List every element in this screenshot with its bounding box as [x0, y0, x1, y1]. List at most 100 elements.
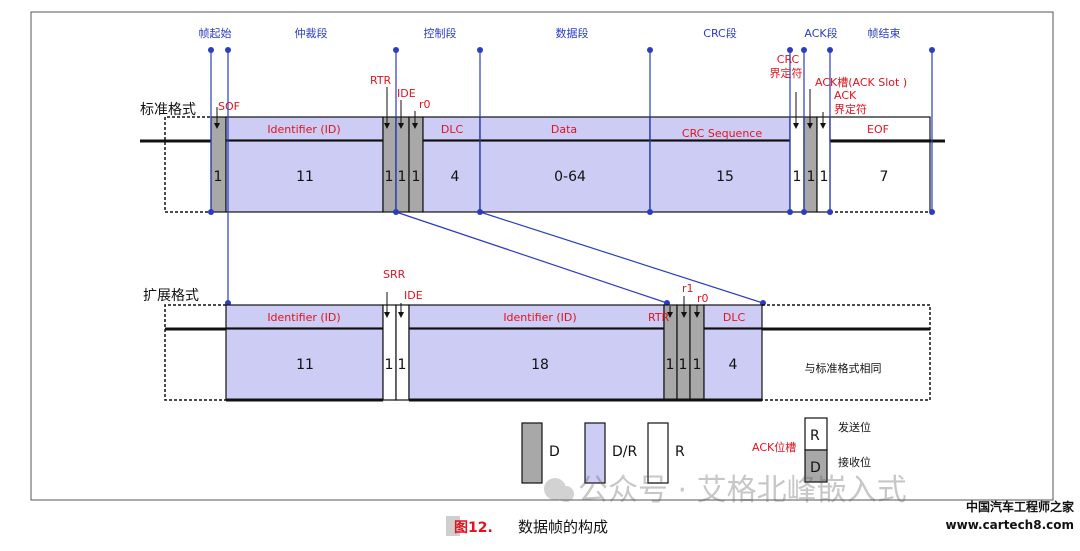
- std-field-crc: CRC Sequence: [682, 127, 762, 140]
- std-bits-crc-delim: 1: [793, 169, 802, 185]
- std-dashed-left: [164, 116, 210, 213]
- caption-text: 数据帧的构成: [518, 518, 608, 536]
- std-field-id: Identifier (ID): [267, 123, 340, 136]
- standard-frame: Identifier (ID) DLC Data CRC Sequence EO…: [140, 53, 945, 213]
- ext-id-a-field: [225, 328, 384, 401]
- legend-d-swatch: [521, 422, 543, 484]
- std-field-dlc: DLC: [441, 123, 464, 136]
- ext-bits-r1: 1: [679, 357, 688, 373]
- std-sof-bit: [210, 116, 227, 213]
- std-bits-eof: 7: [880, 169, 889, 185]
- std-label-crc-delim-2: 界定符: [770, 66, 803, 80]
- legend-d-label: D: [549, 444, 560, 460]
- ext-r1-bit: [676, 304, 691, 401]
- std-crc-delimiter-bit: [789, 116, 805, 213]
- ext-label-ide: IDE: [404, 289, 423, 302]
- section-headers: 帧起始 仲裁段 控制段 数据段 CRC段 ACK段 帧结束: [199, 26, 901, 40]
- brand-cn: 中国汽车工程师之家: [966, 499, 1075, 514]
- legend-r-label: R: [675, 444, 685, 460]
- ext-bits-r0: 1: [693, 357, 702, 373]
- std-r0-bit: [408, 116, 424, 213]
- ext-dlc-header: [703, 304, 763, 329]
- std-bits-rtr: 1: [385, 169, 394, 185]
- ext-label-r1: r1: [682, 282, 694, 295]
- section-control: 控制段: [424, 26, 457, 40]
- ext-srr-bit: [382, 304, 397, 401]
- section-dividers: [208, 47, 935, 306]
- ext-bits-srr: 1: [385, 357, 394, 373]
- legend-ack-slot-label: ACK位槽: [752, 440, 796, 454]
- legend-dr-swatch: [584, 422, 606, 484]
- legend-recv-bit: [804, 449, 828, 483]
- std-label-ide: IDE: [397, 87, 416, 100]
- section-ack: ACK段: [804, 26, 837, 40]
- legend-send-label: 发送位: [838, 420, 871, 434]
- std-bits-r0: 1: [412, 169, 421, 185]
- legend-recv-d: D: [810, 460, 821, 476]
- extended-frame: Identifier (ID) Identifier (ID) DLC 11 1…: [164, 268, 931, 402]
- std-field-eof: EOF: [867, 123, 889, 136]
- std-ide-bit: [395, 116, 410, 213]
- ext-label-srr: SRR: [383, 268, 406, 281]
- std-label-crc-delim-1: CRC: [777, 53, 800, 66]
- legend-r-swatch: [647, 422, 669, 484]
- ext-bits-rtr: 1: [666, 357, 675, 373]
- std-label-ack-delim-1: ACK: [834, 89, 857, 102]
- legend-send-r: R: [810, 428, 820, 444]
- brand-url: www.cartech8.com: [946, 518, 1074, 532]
- legend-dr-label: D/R: [612, 444, 637, 460]
- section-crc: CRC段: [703, 26, 736, 40]
- standard-format-label: 标准格式: [140, 102, 196, 118]
- ext-bits-dlc: 4: [729, 357, 738, 373]
- std-bits-ide: 1: [398, 169, 407, 185]
- std-data-field: [479, 140, 651, 213]
- std-label-sof: SOF: [218, 100, 240, 113]
- outer-frame: [30, 11, 1054, 501]
- std-dlc-field: [422, 140, 481, 213]
- ext-bits-id-a: 11: [296, 357, 314, 373]
- std-rtr-bit: [382, 116, 397, 213]
- std-field-data: Data: [551, 123, 577, 136]
- section-data: 数据段: [556, 26, 589, 40]
- wechat-icon: [544, 478, 566, 500]
- figure-caption: 图12. 数据帧的构成: [446, 516, 608, 536]
- ext-bits-id-b: 18: [531, 357, 549, 373]
- watermark: 公众号 · 艾格北峰嵌入式: [544, 473, 907, 508]
- std-bits-data: 0-64: [554, 169, 586, 185]
- std-ack-delimiter-bit: [816, 116, 831, 213]
- ext-r0-bit: [689, 304, 705, 401]
- std-bits-ack-delim: 1: [820, 169, 829, 185]
- caption-number: 图12.: [454, 520, 493, 536]
- ext-id-b-field: [408, 328, 665, 401]
- ext-same-as-standard: 与标准格式相同: [805, 361, 882, 375]
- ext-dlc-field: [703, 328, 763, 401]
- std-crc-field: [649, 140, 791, 213]
- watermark-text: 公众号 · 艾格北峰嵌入式: [578, 473, 907, 508]
- std-bits-id: 11: [296, 169, 314, 185]
- std-bits-ack-slot: 1: [807, 169, 816, 185]
- std-label-ack-delim-2: 界定符: [834, 102, 867, 116]
- std-id-field: [225, 140, 384, 213]
- std-label-ack-slot: ACK槽(ACK Slot ): [815, 76, 907, 89]
- std-label-r0: r0: [419, 98, 431, 111]
- ext-label-r0: r0: [697, 292, 709, 305]
- legend-recv-label: 接收位: [838, 455, 871, 469]
- ext-ide-bit: [395, 304, 410, 401]
- section-sof: 帧起始: [199, 26, 232, 40]
- section-arbitration: 仲裁段: [295, 26, 328, 40]
- legend: D D/R R ACK位槽 R D 发送位 接收位: [521, 417, 871, 484]
- std-bits-dlc: 4: [451, 169, 460, 185]
- section-eof: 帧结束: [868, 26, 901, 40]
- ext-field-id-b: Identifier (ID): [503, 311, 576, 324]
- ext-field-dlc: DLC: [723, 311, 746, 324]
- ext-label-rtr: RTR: [648, 311, 670, 324]
- ext-field-id-a: Identifier (ID): [267, 311, 340, 324]
- std-label-rtr: RTR: [370, 74, 392, 87]
- std-ack-slot-bit: [803, 116, 818, 213]
- std-bits-sof: 1: [214, 169, 223, 185]
- extended-format-label: 扩展格式: [143, 288, 199, 304]
- std-bits-crc: 15: [716, 169, 734, 185]
- ext-bits-ide: 1: [398, 357, 407, 373]
